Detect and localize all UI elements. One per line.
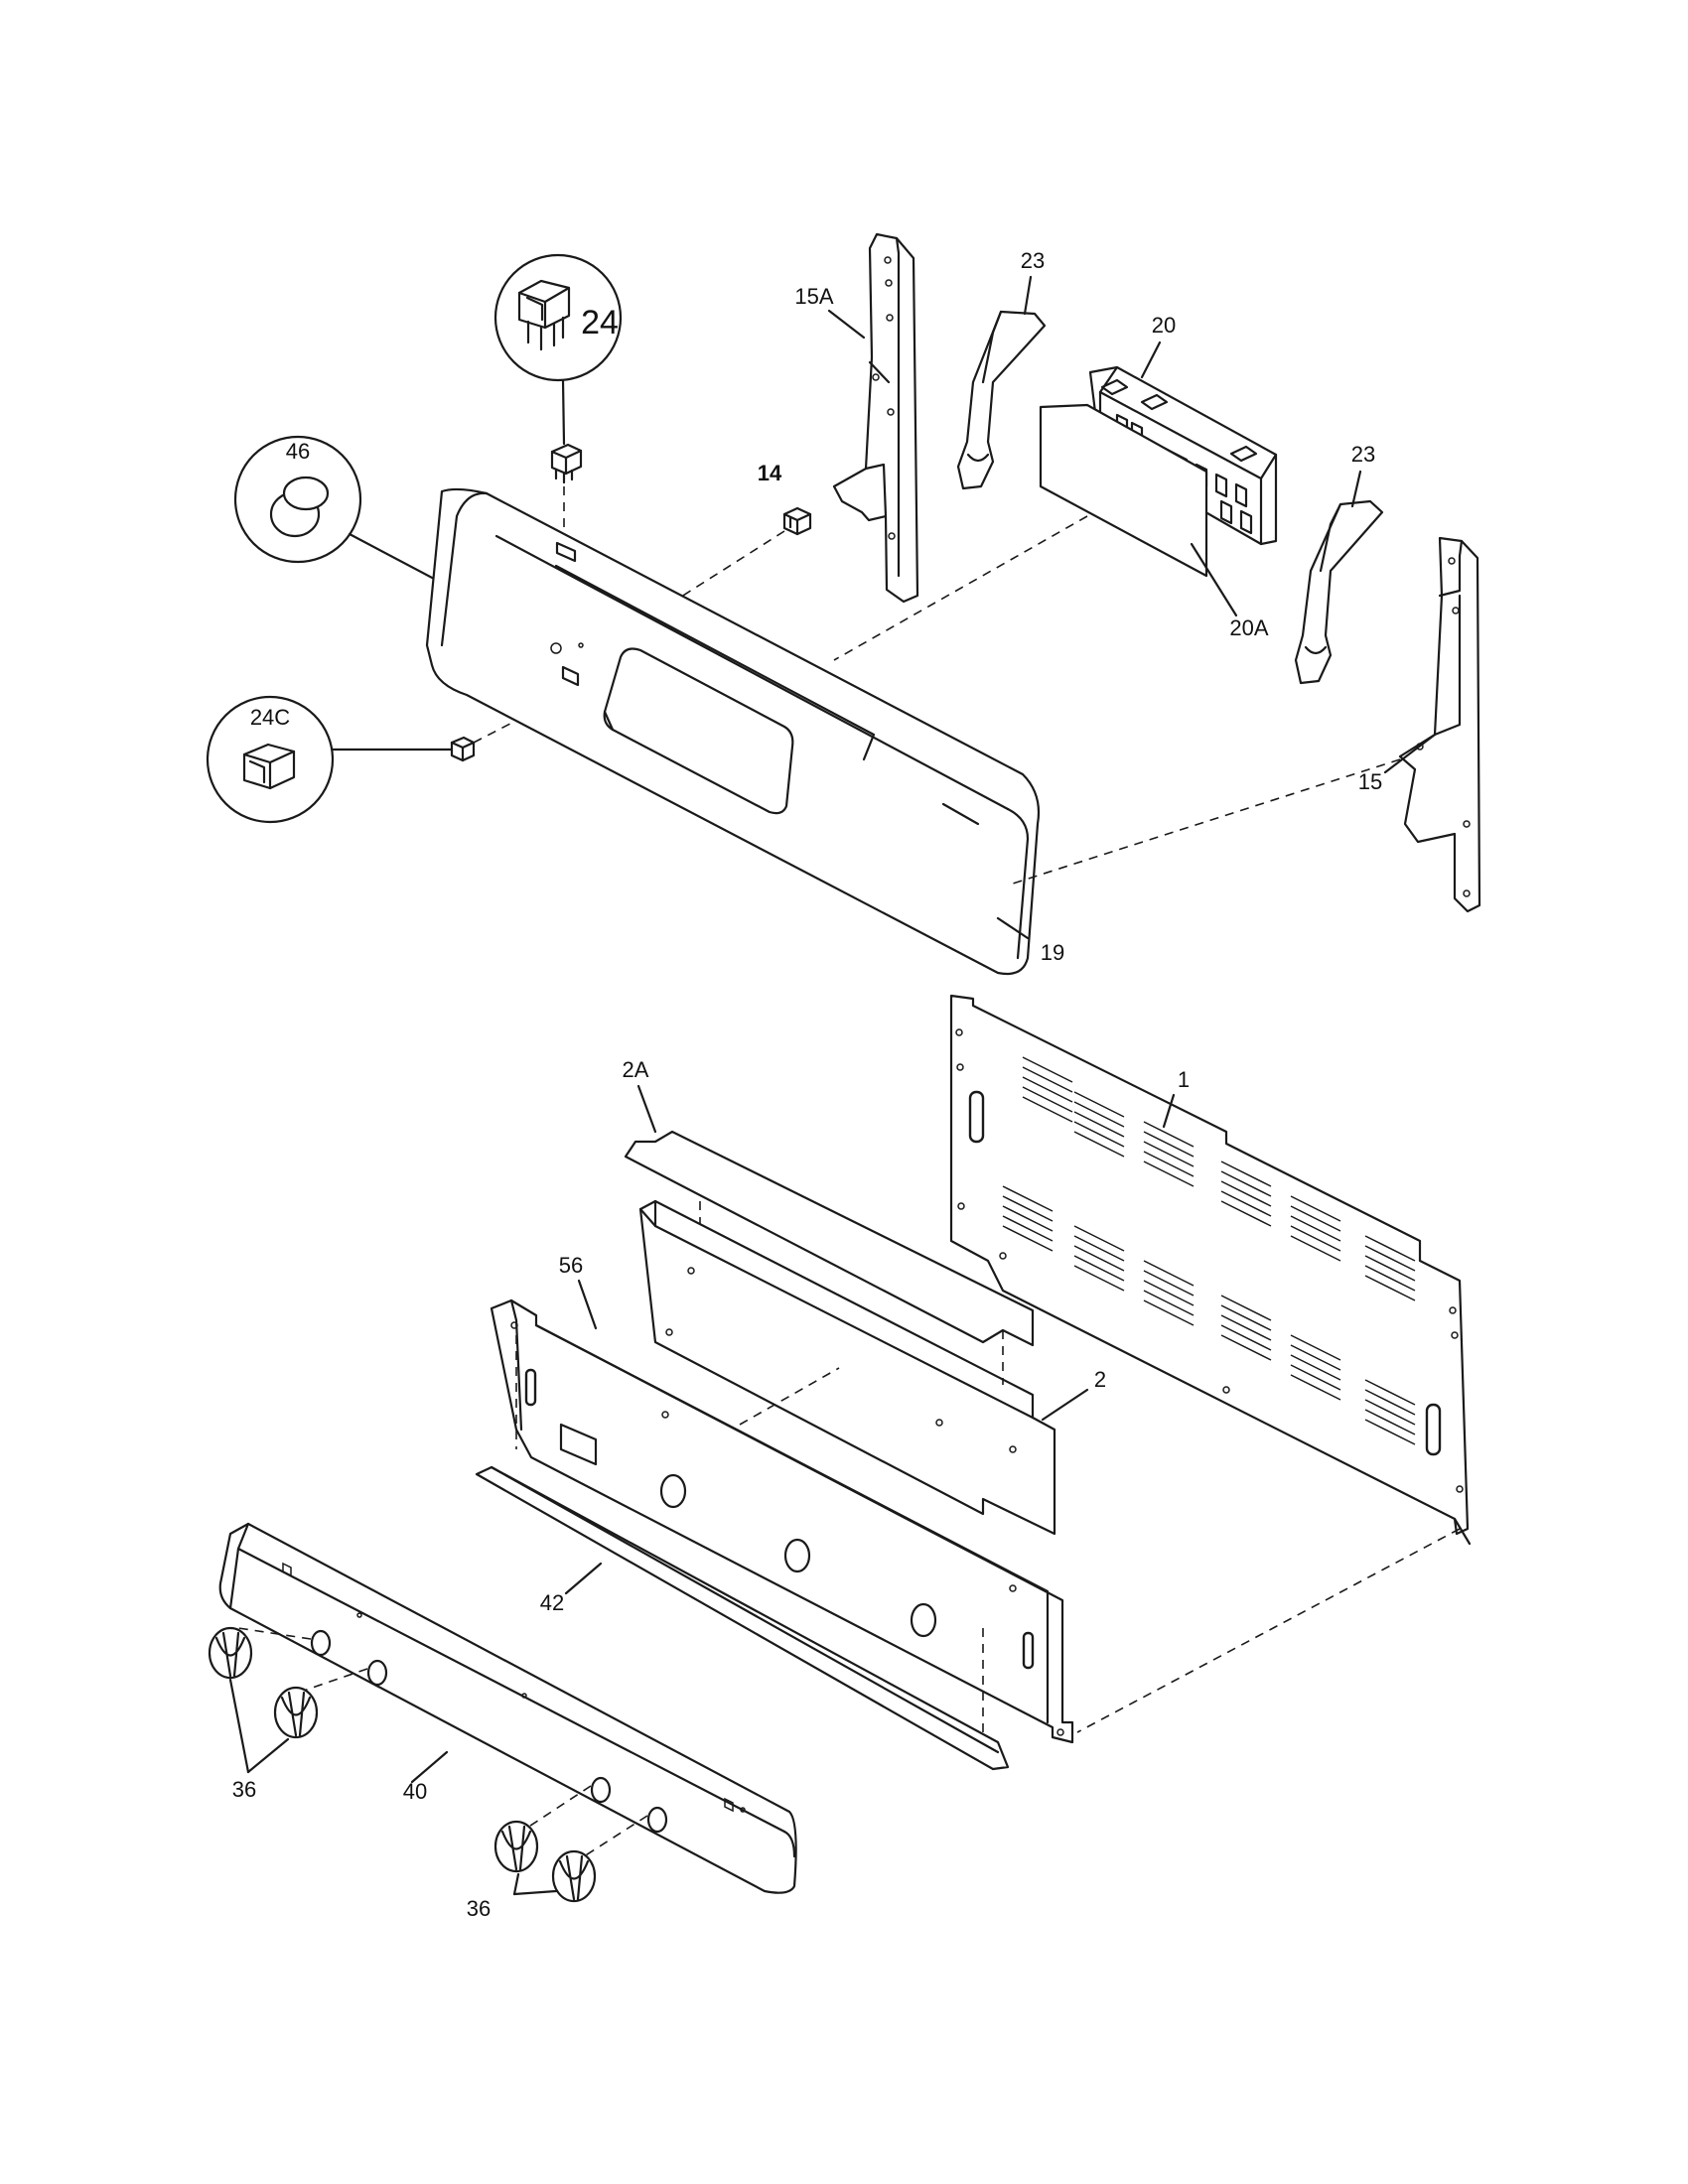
label-19: 19	[1041, 940, 1064, 965]
label-20a: 20A	[1229, 615, 1268, 640]
part-24-switch	[550, 443, 583, 484]
part-1-rear-panel	[949, 994, 1472, 1546]
label-1: 1	[1178, 1067, 1190, 1092]
label-23-left: 23	[1021, 248, 1045, 273]
label-24: 24	[581, 304, 619, 341]
part-24c-switch	[450, 736, 476, 762]
part-2-inner-panel	[638, 1199, 1056, 1536]
label-46: 46	[286, 439, 310, 464]
label-15a: 15A	[794, 284, 833, 309]
part-24c-detail-circle	[206, 695, 454, 824]
part-56-manifold-panel	[490, 1298, 1074, 1744]
label-36-right: 36	[467, 1896, 491, 1921]
part-42-trim-strip	[475, 1465, 1010, 1771]
label-14: 14	[758, 461, 782, 485]
leader-lines	[228, 275, 1437, 1896]
louvers-lower	[1002, 1185, 1416, 1445]
part-36-knob	[208, 1626, 253, 1680]
label-15: 15	[1358, 769, 1382, 794]
part-20a-overlay	[1039, 403, 1208, 578]
label-40: 40	[403, 1779, 427, 1804]
part-15-end-bracket	[1398, 536, 1481, 913]
part-36-knob	[551, 1849, 597, 1903]
part-15a-end-bracket	[832, 232, 919, 604]
label-24c: 24C	[250, 705, 290, 730]
part-36-knob	[273, 1686, 319, 1739]
part-23-clip-right	[1294, 499, 1384, 685]
label-56: 56	[559, 1253, 583, 1278]
part-40-front-panel	[218, 1522, 797, 1894]
label-23-right: 23	[1351, 442, 1375, 467]
part-14-clip	[782, 506, 812, 536]
part-23-clip-left	[956, 310, 1047, 490]
label-20: 20	[1152, 313, 1176, 338]
part-36-knob	[493, 1820, 539, 1873]
label-42: 42	[540, 1590, 564, 1615]
louvers-upper	[1022, 1056, 1416, 1301]
label-36-left: 36	[232, 1777, 256, 1802]
part-19-control-panel	[425, 487, 1041, 976]
label-2: 2	[1094, 1367, 1106, 1392]
part-24-detail-circle	[493, 253, 623, 446]
label-2a: 2A	[623, 1057, 649, 1082]
